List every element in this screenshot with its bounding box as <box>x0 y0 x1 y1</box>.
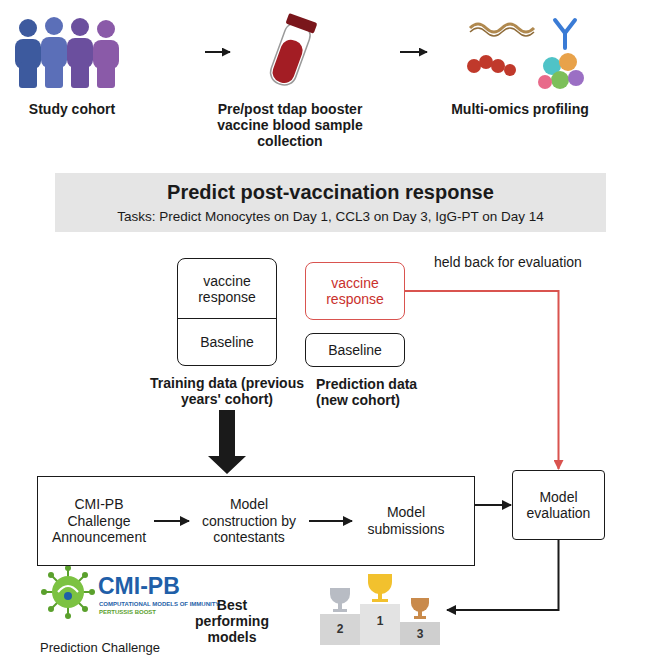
logo-subtext: PERTUSSIS BOOST <box>99 609 229 615</box>
step-text: Model construction by contestants <box>193 496 305 546</box>
training-data: vaccine responseBaselineTraining data (p… <box>137 258 317 407</box>
band-subtitle: Tasks: Predict Monocytes on Day 1, CCL3 … <box>61 209 600 224</box>
step-label: Pre/post tdap booster vaccine blood samp… <box>192 101 388 149</box>
flow-arrow <box>400 51 427 53</box>
held-back-box: vaccine response <box>305 262 405 320</box>
rank-number: 1 <box>370 614 390 628</box>
challenge-process-box: CMI-PB Challenge Announcement Model const… <box>37 476 475 566</box>
task-band: Predict post-vaccination responseTasks: … <box>55 173 606 232</box>
data-box: vaccine responseBaseline <box>177 258 277 366</box>
data-heading: Prediction data (new cohort) <box>300 376 450 408</box>
logo-caption: Prediction Challenge <box>40 640 180 655</box>
flow-arrow <box>447 540 559 610</box>
process-step: Model construction by contestants <box>193 496 305 546</box>
blood-tube <box>265 13 317 89</box>
note-label: held back for evaluation <box>432 254 611 270</box>
process-step: Model submissions <box>356 504 456 538</box>
logo-subtext: COMPUTATIONAL MODELS OF IMMUNITY <box>99 601 229 607</box>
winners-group: Best performing models <box>180 575 445 645</box>
box-text: Baseline <box>200 334 254 350</box>
flow-arrow <box>405 291 559 469</box>
omics-icons <box>467 20 584 89</box>
podium-icon <box>320 574 440 645</box>
flow-arrow <box>205 51 230 53</box>
box-cell: Baseline <box>178 319 276 365</box>
box-text: Baseline <box>328 342 382 358</box>
people-icon <box>15 17 119 88</box>
flow-arrow <box>475 504 511 506</box>
data-heading: Training data (previous years' cohort) <box>137 375 317 407</box>
flow-arrow <box>154 520 189 522</box>
step-text: Model submissions <box>356 504 456 538</box>
rank-number: 2 <box>330 622 350 636</box>
cmi-pb-logo <box>41 565 95 619</box>
box-text: vaccine response <box>306 275 404 307</box>
process-step: CMI-PB Challenge Announcement <box>48 496 150 546</box>
box-cell: Baseline <box>306 334 404 366</box>
flow-arrow <box>309 520 352 522</box>
data-box: Baseline <box>305 333 405 367</box>
box-cell: vaccine response <box>178 259 276 319</box>
band-title: Predict post-vaccination response <box>61 181 600 204</box>
logo-text: CMI-PB <box>98 573 208 600</box>
box-text: vaccine response <box>182 273 272 305</box>
block-arrow <box>208 410 246 474</box>
rank-number: 3 <box>410 627 430 641</box>
step-label: Study cohort <box>12 101 132 117</box>
step-text: CMI-PB Challenge Announcement <box>48 496 150 546</box>
box-text: Model evaluation <box>517 489 600 521</box>
evaluation-box: Model evaluation <box>512 470 605 540</box>
step-label: Multi-omics profiling <box>450 101 590 117</box>
prediction-data: BaselinePrediction data (new cohort) <box>300 333 450 408</box>
